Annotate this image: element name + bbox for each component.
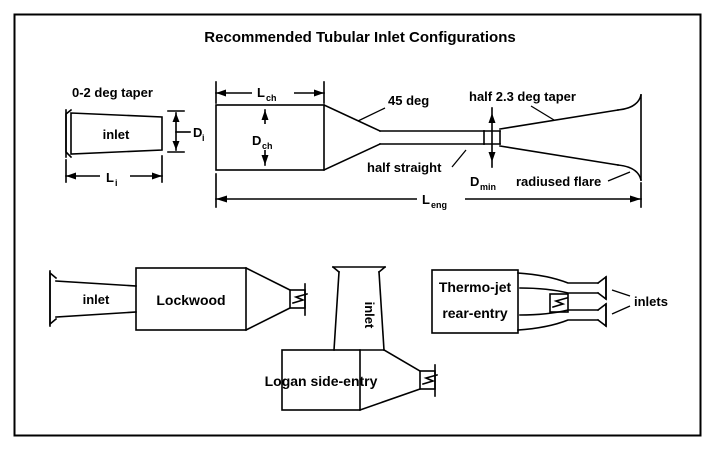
lch-symbol: L <box>257 85 265 100</box>
dmin-subscript: min <box>480 182 496 192</box>
inlet-duct-body <box>70 112 163 155</box>
thermojet-bellmouth-upper <box>596 275 607 301</box>
dch-arrow-bottom <box>261 155 269 165</box>
thermojet-inlet-lower-outer <box>517 319 599 331</box>
cone-upper <box>322 103 382 133</box>
figure-border <box>13 13 702 437</box>
flare-note: radiused flare <box>516 174 601 189</box>
logan-exhaust-zigzag <box>422 374 438 385</box>
dch-subscript: ch <box>262 141 273 151</box>
logan-inlet-left <box>333 271 340 351</box>
flare-upper <box>617 94 642 111</box>
logan-inlet-right <box>378 271 385 351</box>
logan-body-label: Logan side-entry <box>265 373 378 389</box>
lch-label-mask <box>252 80 294 100</box>
straight-note: half straight <box>367 160 442 175</box>
lockwood-inlet-upper <box>55 280 137 287</box>
logan-tail-upper <box>382 348 422 373</box>
li-arrow-left <box>66 172 76 180</box>
lockwood-body <box>135 267 247 331</box>
thermojet-bellmouth-lower <box>596 302 607 328</box>
taper-leader <box>530 105 555 121</box>
taper-note: half 2.3 deg taper <box>469 89 576 104</box>
thermojet-leader-upper <box>611 289 631 297</box>
straight-leader <box>451 149 467 168</box>
lockwood-tail-upper <box>244 266 292 292</box>
leng-label-mask <box>417 186 465 208</box>
li-label-mask <box>100 165 130 185</box>
lockwood-exhaust-zigzag <box>292 293 308 304</box>
lch-arrow-right <box>314 89 324 97</box>
leng-symbol: L <box>422 192 430 207</box>
thermojet-exhaust-box <box>549 293 569 313</box>
logan-body <box>281 349 361 411</box>
engine-detail-group: L ch D ch 45 deg half straight half 2.3 … <box>215 80 642 210</box>
di-symbol: D <box>193 125 202 140</box>
leng-arrow-left <box>216 195 227 203</box>
li-subscript: i <box>115 178 118 188</box>
cone-angle-leader <box>357 107 386 122</box>
di-arrow-bottom <box>172 141 180 150</box>
diffuser-upper <box>499 109 619 130</box>
thermojet-inlet-upper-inner <box>519 287 599 294</box>
diffuser-lower <box>499 145 619 166</box>
leng-arrow-right <box>630 195 641 203</box>
flare-leader <box>607 171 631 182</box>
page-title: Recommended Tubular Inlet Configurations <box>204 29 515 46</box>
dmin-arrow-top <box>488 113 496 123</box>
inlet-detail-group: 0-2 deg taper inlet D i L i <box>65 85 205 188</box>
dch-arrow-top <box>261 110 269 120</box>
dmin-symbol: D <box>470 174 479 189</box>
lockwood-bellmouth <box>49 271 58 326</box>
lockwood-config-group: inlet Lockwood <box>49 266 308 332</box>
thermojet-exhaust-zigzag <box>552 297 568 308</box>
lch-subscript: ch <box>266 93 277 103</box>
di-arrow-top <box>172 113 180 122</box>
thermojet-leader-lower <box>611 305 631 315</box>
dmin-arrow-bottom <box>488 152 496 162</box>
thermojet-body-label-line2: rear-entry <box>442 305 508 321</box>
li-symbol: L <box>106 170 114 185</box>
thermojet-config-group: Thermo-jet rear-entry inlets <box>431 269 668 334</box>
logan-flange-lips <box>331 265 387 274</box>
lockwood-inlet-label: inlet <box>83 292 110 307</box>
thermojet-inlet-upper-outer <box>517 272 599 284</box>
inlet-body-label: inlet <box>103 127 130 142</box>
dch-symbol: D <box>252 133 261 148</box>
logan-exhaust-box <box>419 370 436 390</box>
logan-tail-lower <box>358 387 422 412</box>
logan-inlet-label: inlet <box>362 302 377 329</box>
thermojet-body-label-line1: Thermo-jet <box>439 279 512 295</box>
li-arrow-right <box>152 172 162 180</box>
inlet-taper-note: 0-2 deg taper <box>72 85 153 100</box>
thermojet-body <box>431 269 519 334</box>
leng-subscript: eng <box>431 200 447 210</box>
cone-angle-note: 45 deg <box>388 93 429 108</box>
lch-arrow-left <box>216 89 226 97</box>
thermojet-inlets-label: inlets <box>634 294 668 309</box>
combustion-chamber <box>215 104 325 171</box>
lockwood-inlet-lower <box>55 311 137 318</box>
cone-lower <box>322 142 382 172</box>
lockwood-tail-lower <box>244 306 292 332</box>
di-subscript: i <box>202 133 205 143</box>
lockwood-body-label: Lockwood <box>156 292 225 308</box>
dch-label-mask <box>248 124 286 150</box>
lockwood-exhaust-box <box>289 289 306 309</box>
logan-config-group: inlet Logan side-entry <box>265 265 438 412</box>
